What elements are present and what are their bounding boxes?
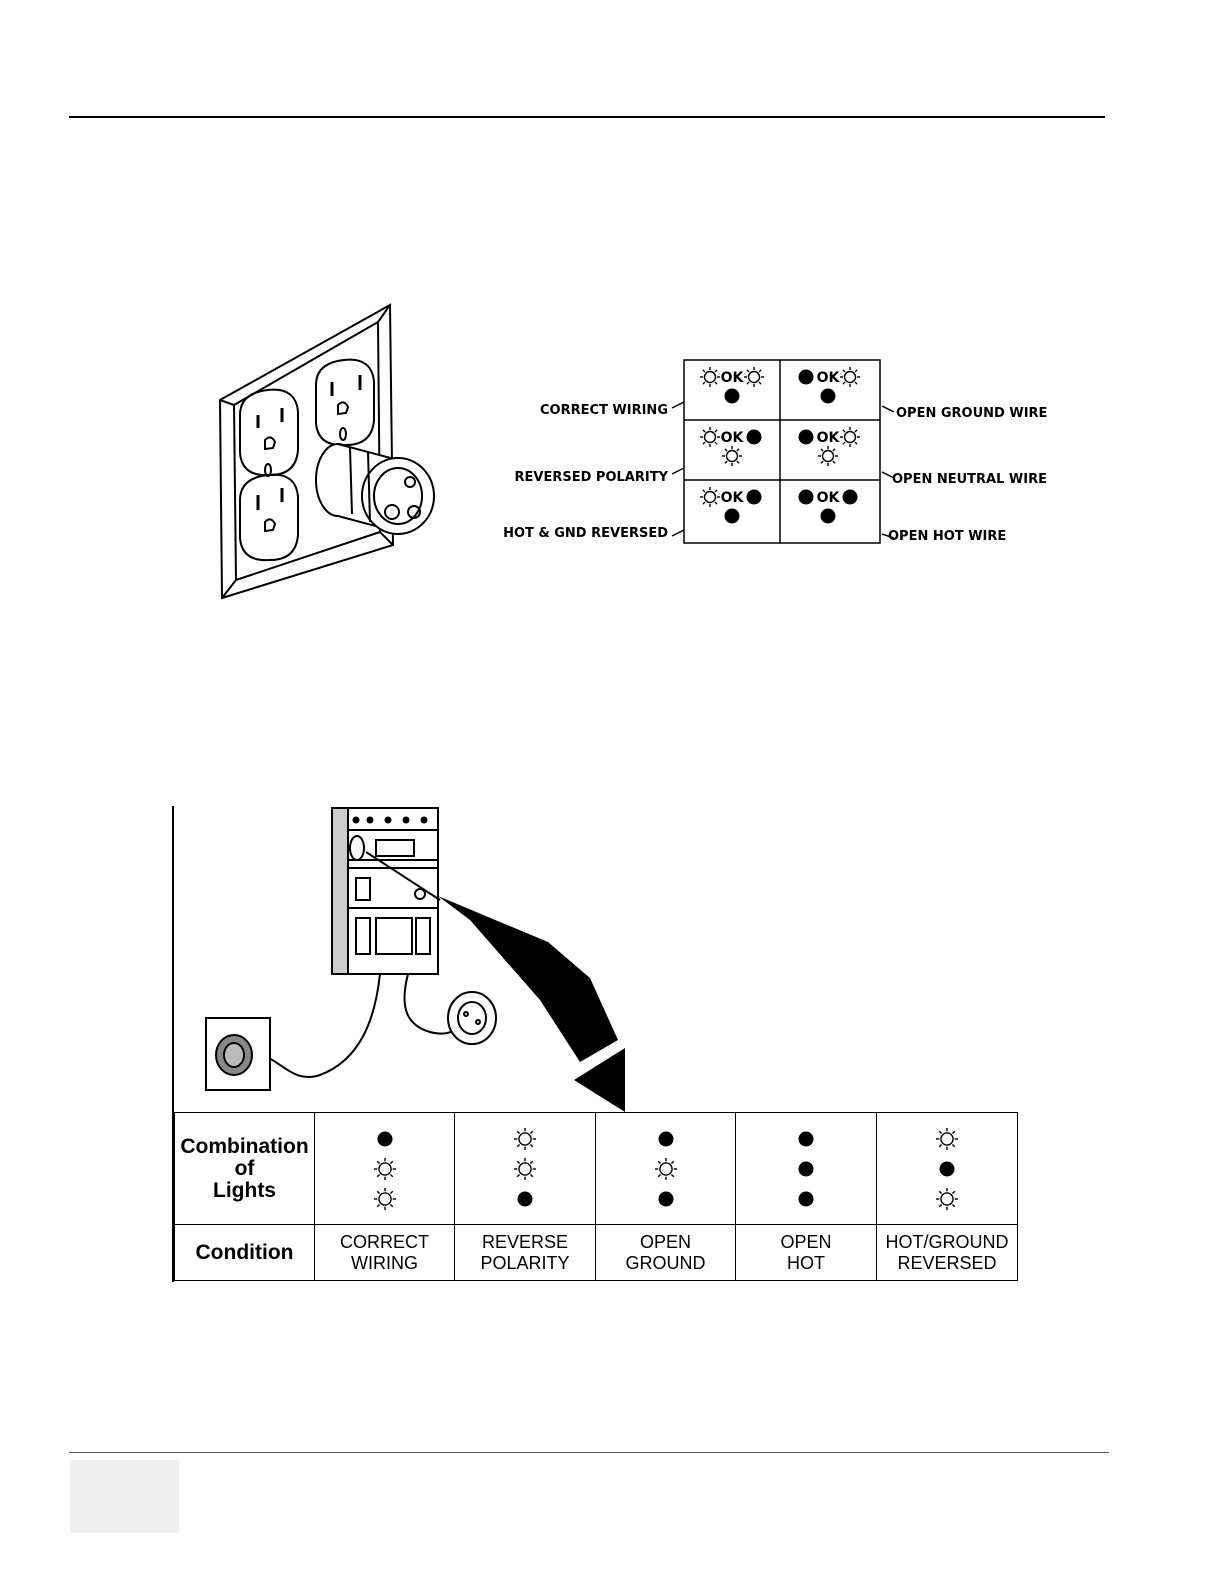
label-hot-gnd-reversed: HOT & GND REVERSED [503, 526, 668, 541]
lit-lamp-icon [655, 1158, 677, 1180]
ok-label: OK [817, 370, 841, 386]
lit-lamp-icon [514, 1128, 536, 1150]
label-open-hot-wire: OPEN HOT WIRE [888, 529, 1006, 544]
footer-page-box [70, 1460, 179, 1533]
unlit-lamp-icon [799, 490, 814, 505]
wall-plate-drawing [220, 305, 434, 598]
unlit-lamp-icon [725, 389, 740, 404]
lamp-off [794, 1157, 818, 1181]
lamp-off [794, 1187, 818, 1211]
unlit-lamp-icon [518, 1191, 533, 1206]
lit-lamp-icon [744, 367, 764, 387]
outlet-tester-illustration: OK OK OK OK OK OK CORRECT WIRING REVERSED POL… [210, 300, 1070, 610]
unlit-lamp-icon [843, 490, 858, 505]
lit-lamp-icon [700, 367, 720, 387]
label-reversed-polarity: REVERSED POLARITY [515, 470, 669, 485]
light-stack [315, 1127, 454, 1211]
lit-lamp-icon [840, 427, 860, 447]
light-stack [736, 1127, 876, 1211]
condition-header: Condition [175, 1225, 315, 1281]
unlit-lamp-icon [658, 1191, 673, 1206]
indicator-panel-grid [684, 360, 880, 543]
lit-lamp-icon [936, 1128, 958, 1150]
lamp-on [513, 1157, 537, 1181]
lit-lamp-icon [374, 1188, 396, 1210]
lights-cell-5 [877, 1113, 1018, 1225]
label-open-neutral-wire: OPEN NEUTRAL WIRE [892, 472, 1047, 487]
light-stack [596, 1127, 735, 1211]
lamp-on [373, 1157, 397, 1181]
unlit-lamp-icon [821, 509, 836, 524]
lit-lamp-icon [514, 1158, 536, 1180]
light-stack [877, 1127, 1017, 1211]
unlit-lamp-icon [747, 430, 762, 445]
lit-lamp-icon [840, 367, 860, 387]
header-line-2: of [175, 1158, 314, 1180]
unlit-lamp-icon [799, 430, 814, 445]
light-stack [455, 1127, 595, 1211]
lamp-off [935, 1157, 959, 1181]
lit-lamp-icon [722, 446, 742, 466]
label-open-ground-wire: OPEN GROUND WIRE [896, 406, 1047, 421]
header-line-3: Lights [175, 1180, 314, 1202]
unlit-lamp-icon [747, 490, 762, 505]
header-rule [69, 116, 1105, 118]
unlit-lamp-icon [658, 1131, 673, 1146]
header-line-1: Combination [175, 1136, 314, 1158]
ok-label: OK [721, 430, 745, 446]
lamp-on [935, 1187, 959, 1211]
unlit-lamp-icon [377, 1131, 392, 1146]
line-tester-figure [170, 800, 1030, 1115]
ok-label: OK [817, 430, 841, 446]
unlit-lamp-icon [799, 1191, 814, 1206]
outlet-tester-figure: OK OK OK OK OK OK CORRECT WIRING REVERSED POL… [210, 300, 1070, 610]
unlit-lamp-icon [799, 1131, 814, 1146]
lamp-off [513, 1187, 537, 1211]
lamp-off [654, 1127, 678, 1151]
unlit-lamp-icon [725, 509, 740, 524]
unlit-lamp-icon [799, 1161, 814, 1176]
lit-lamp-icon [700, 427, 720, 447]
unlit-lamp-icon [821, 389, 836, 404]
lit-lamp-icon [700, 487, 720, 507]
label-correct-wiring: CORRECT WIRING [540, 403, 668, 418]
lamp-off [794, 1127, 818, 1151]
lamp-on [513, 1127, 537, 1151]
lit-lamp-icon [818, 446, 838, 466]
lights-cell-3 [596, 1113, 736, 1225]
lamp-on [654, 1157, 678, 1181]
lit-lamp-icon [936, 1188, 958, 1210]
lights-cell-1 [315, 1113, 455, 1225]
lights-cell-2 [455, 1113, 596, 1225]
unlit-lamp-icon [940, 1161, 955, 1176]
lights-row: Combination of Lights [175, 1113, 1018, 1225]
ok-label: OK [721, 490, 745, 506]
lamp-on [935, 1127, 959, 1151]
ok-label: OK [721, 370, 745, 386]
lamp-on [373, 1187, 397, 1211]
unlit-lamp-icon [799, 370, 814, 385]
combination-header: Combination of Lights [175, 1113, 315, 1225]
lamp-off [654, 1187, 678, 1211]
ok-label: OK [817, 490, 841, 506]
line-tester-illustration [170, 800, 1030, 1115]
lit-lamp-icon [374, 1158, 396, 1180]
lights-cell-4 [736, 1113, 877, 1225]
footer-rule [69, 1452, 1109, 1453]
lamp-off [373, 1127, 397, 1151]
